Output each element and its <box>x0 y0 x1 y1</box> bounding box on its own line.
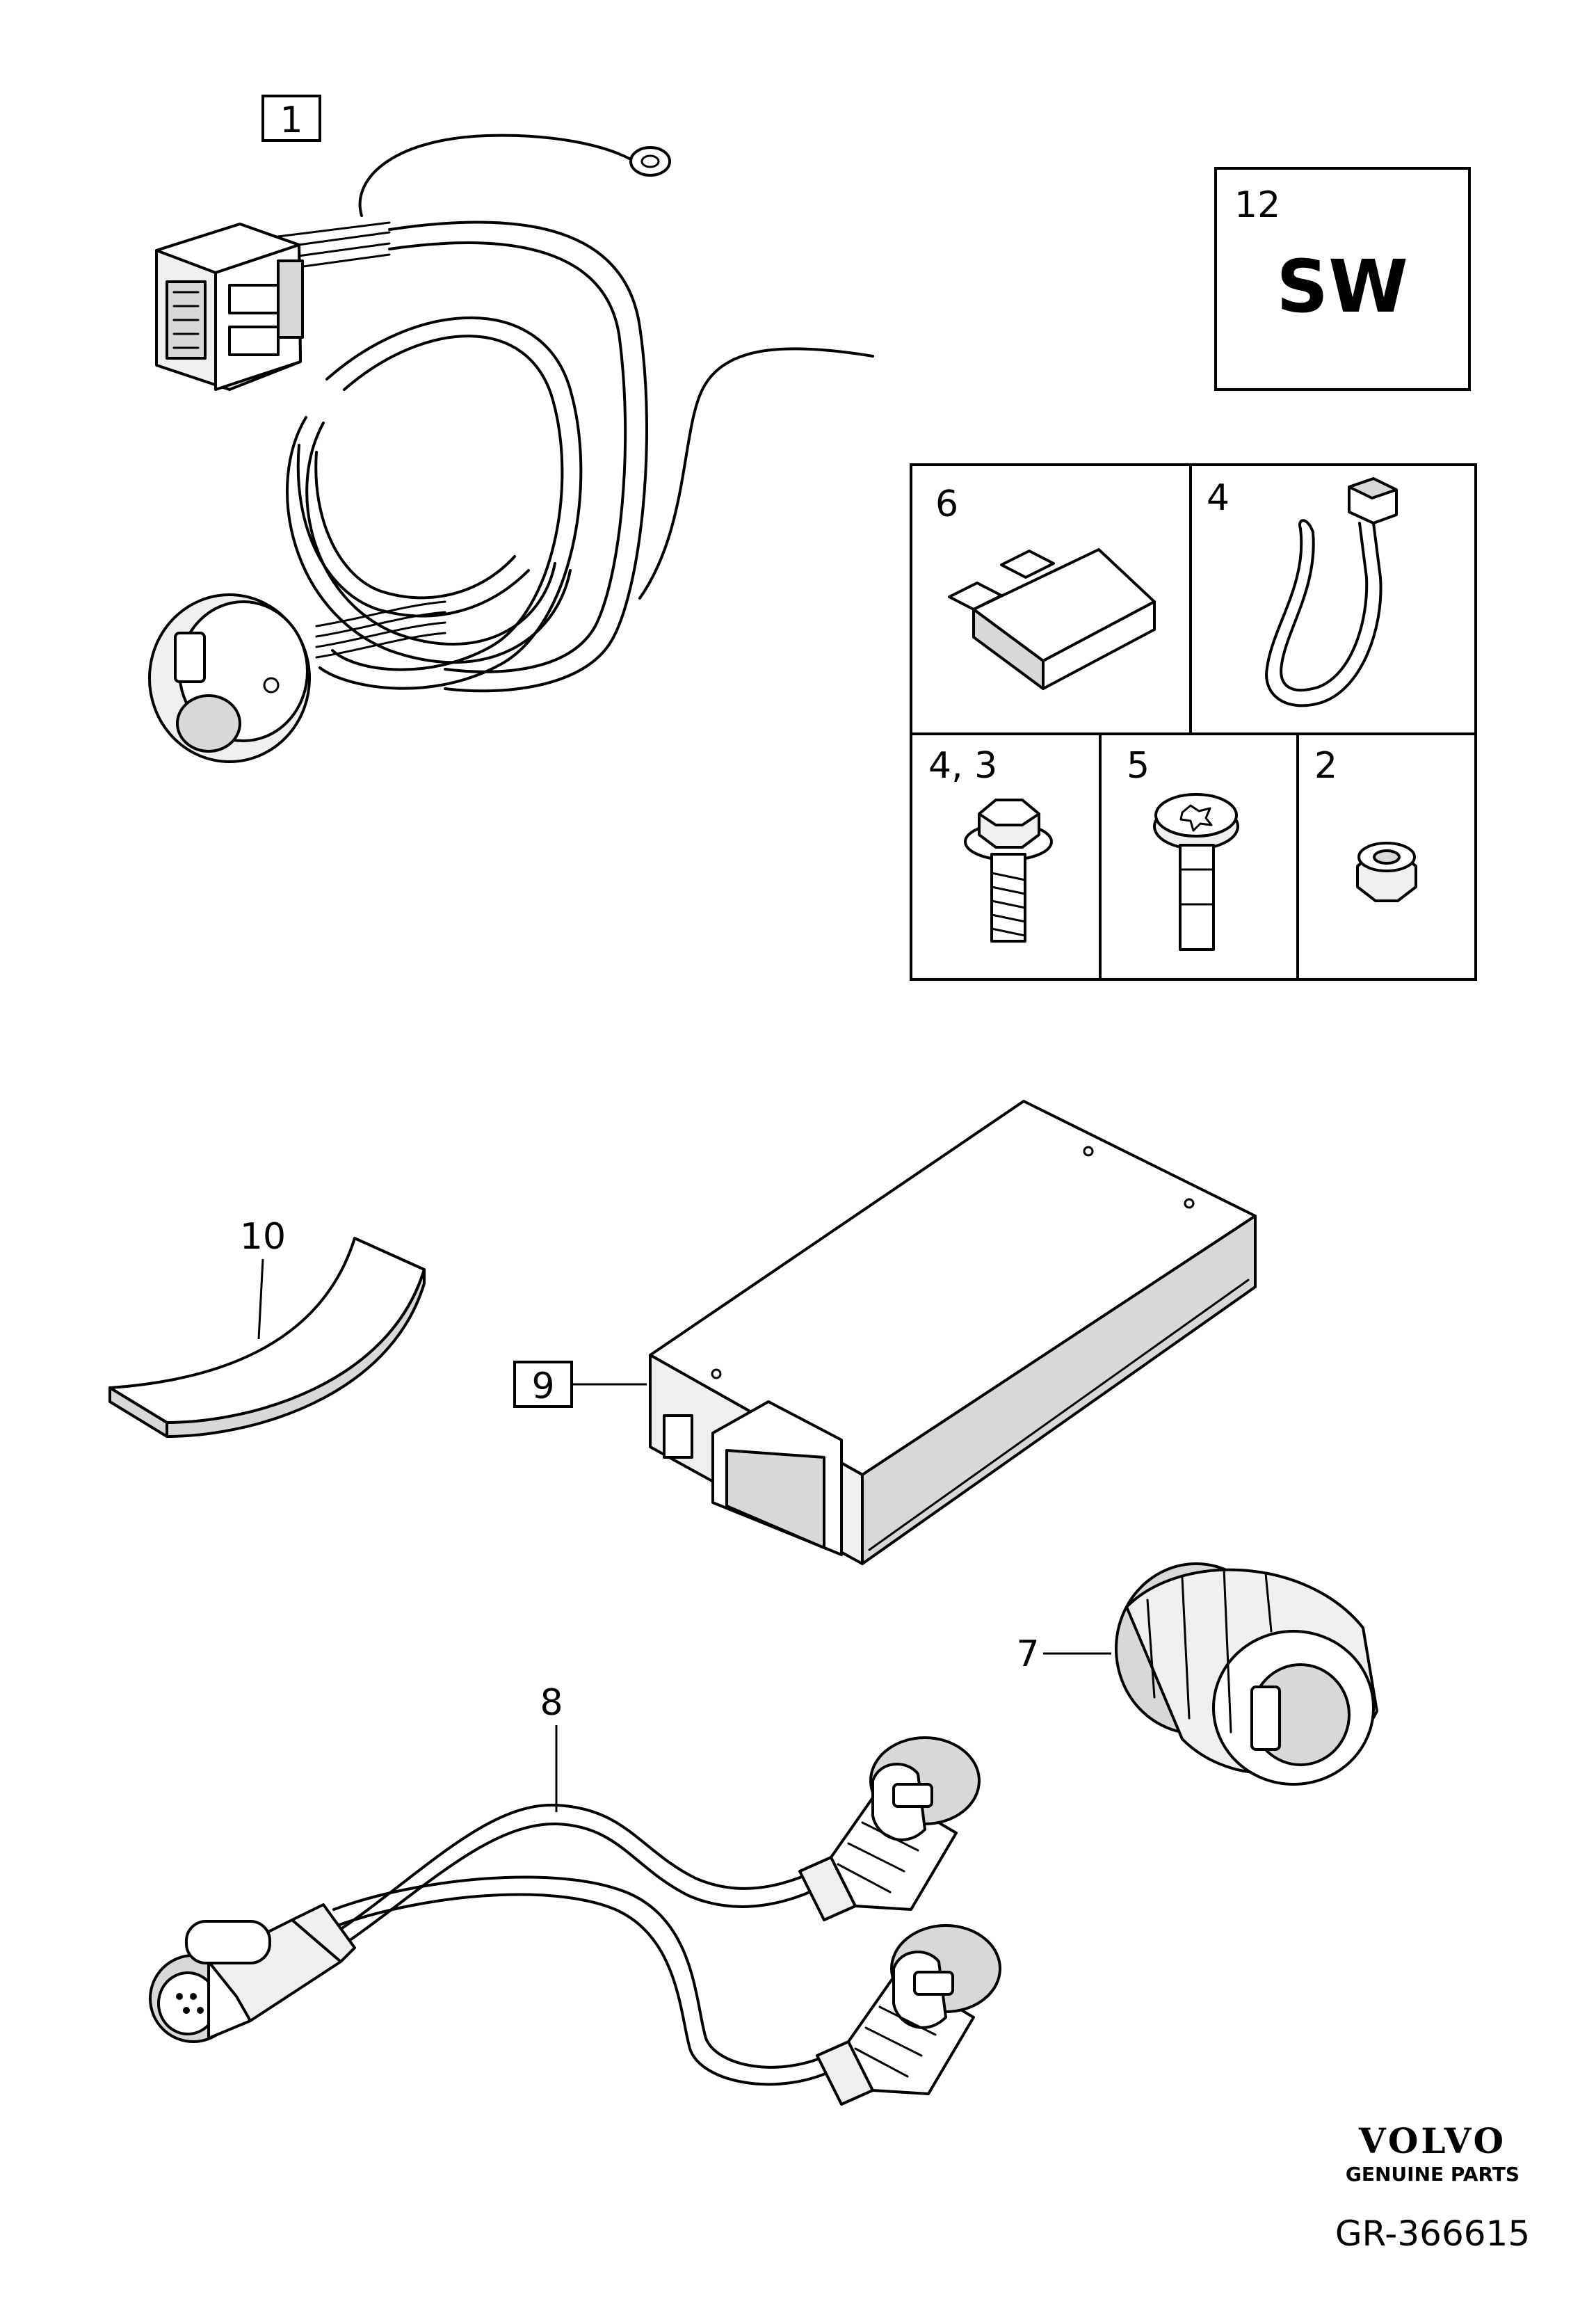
genuine-parts-tagline: GENUINE PARTS <box>1346 2163 1520 2186</box>
callout-label-4-3: 4, 3 <box>928 745 997 787</box>
adapter-cable-drawing: 8 <box>149 1682 1001 2106</box>
callout-label-2: 2 <box>1314 745 1337 787</box>
control-module-drawing: 9 <box>513 1100 1257 1565</box>
callout-label-6: 6 <box>935 483 958 525</box>
diagram-reference: GR-366615 <box>1335 2213 1530 2254</box>
software-box: 12 SW <box>1214 167 1471 391</box>
cable-tie-icon <box>1265 477 1398 707</box>
callout-label-10: 10 <box>240 1216 286 1258</box>
callout-box-9 <box>513 1361 573 1408</box>
callout-label-5: 5 <box>1127 745 1150 787</box>
callout-label-1: 1 <box>280 99 303 141</box>
hex-bolt-icon <box>964 799 1053 943</box>
software-label: SW <box>1276 244 1408 329</box>
plug-upper-icon <box>798 1736 981 1921</box>
fuse-icon <box>948 548 1156 690</box>
callout-label-7: 7 <box>1016 1633 1039 1675</box>
callout-box-1 <box>261 95 321 142</box>
callout-label-8: 8 <box>540 1682 563 1724</box>
callout-label-9: 9 <box>531 1366 554 1407</box>
torx-screw-icon <box>1153 793 1239 951</box>
small-parts-grid: 6 4 4, 3 <box>910 463 1477 981</box>
brand-block: VOLVO GENUINE PARTS GR-366615 <box>1335 2120 1530 2254</box>
plug-lower-icon <box>816 1924 1001 2106</box>
callout-label-12: 12 <box>1234 184 1280 226</box>
software-frame <box>1214 167 1471 391</box>
adhesive-pad-drawing: 10 <box>108 1216 426 1438</box>
callout-label-4: 4 <box>1207 477 1230 519</box>
socket-drawing: 7 <box>1016 1562 1378 1786</box>
volvo-logo: VOLVO <box>1358 2120 1506 2161</box>
flange-nut-icon <box>1356 842 1417 902</box>
wiring-harness-drawing: 1 <box>148 95 874 763</box>
